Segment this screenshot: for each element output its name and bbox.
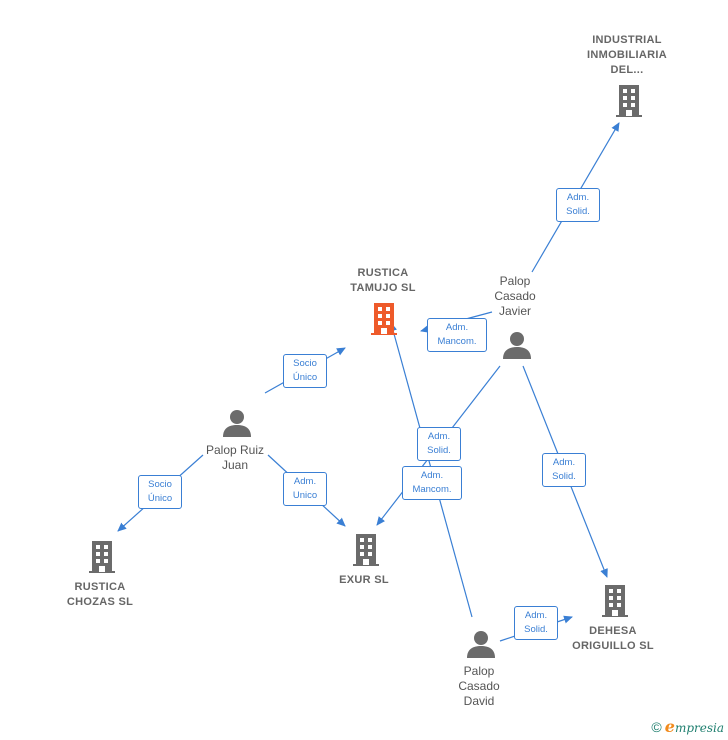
- node-label-line: David: [463, 694, 495, 708]
- edge-label-line: Adm.: [445, 322, 469, 333]
- edge-label-line: Unico: [292, 490, 318, 501]
- node-label-line: CHOZAS SL: [66, 596, 134, 608]
- node-label-line: INMOBILIARIA: [587, 49, 667, 61]
- footer-brand: ©empresia: [651, 717, 724, 736]
- edge-label-ruiz-tamujo[interactable]: Socio Único: [283, 354, 327, 388]
- edge-label-line: Adm.: [566, 192, 590, 203]
- node-label-line: Casado: [458, 679, 500, 693]
- node-label-exur[interactable]: EXUR SL: [339, 573, 389, 588]
- person-icon: [467, 631, 495, 658]
- edge-label-line: Socio: [293, 358, 317, 369]
- edge-label-line: Mancom.: [437, 336, 477, 347]
- edge-label-ruiz-exur[interactable]: Adm. Unico: [283, 472, 327, 506]
- node-label-line: Palop: [463, 664, 495, 678]
- edge-label-line: Solid.: [524, 624, 548, 635]
- node-label-line: RUSTICA: [74, 581, 126, 593]
- edge-label-line: Adm.: [420, 470, 444, 481]
- edge-label-line: Adm.: [427, 431, 451, 442]
- node-label-line: RUSTICA: [357, 267, 409, 279]
- person-icon: [503, 332, 531, 359]
- node-label-line: EXUR SL: [339, 574, 389, 586]
- edge-label-line: Solid.: [566, 206, 590, 217]
- edge-label-line: Adm.: [552, 457, 576, 468]
- node-label-line: Juan: [221, 458, 249, 472]
- node-label-line: Javier: [498, 304, 531, 318]
- building-icon-highlight: [371, 303, 397, 335]
- node-label-industrial[interactable]: INDUSTRIAL INMOBILIARIA DEL...: [587, 33, 667, 78]
- node-label-rustica-chozas[interactable]: RUSTICA CHOZAS SL: [67, 580, 133, 610]
- brand-name: mpresia: [674, 721, 724, 735]
- node-label-line: DEL...: [610, 64, 644, 76]
- edge-label-line: Adm.: [293, 476, 317, 487]
- building-icon: [89, 541, 115, 573]
- node-label-palop-ruiz[interactable]: Palop Ruiz Juan: [206, 443, 264, 473]
- copyright-icon: ©: [651, 719, 662, 735]
- edge-label-javier-industrial[interactable]: Adm. Solid.: [556, 188, 600, 222]
- brand-logo[interactable]: empresia: [665, 717, 724, 736]
- node-label-line: Palop Ruiz: [205, 443, 265, 457]
- edge-label-line: Solid.: [552, 471, 576, 482]
- node-label-line: Palop: [499, 274, 531, 288]
- edge-label-line: Único: [147, 493, 173, 504]
- node-label-line: Casado: [494, 289, 536, 303]
- edge-label-david-dehesa[interactable]: Adm. Solid.: [514, 606, 558, 640]
- edge-label-line: Único: [292, 372, 318, 383]
- node-label-line: TAMUJO SL: [350, 282, 416, 294]
- edge-label-ruiz-chozas[interactable]: Socio Único: [138, 475, 182, 509]
- node-label-line: INDUSTRIAL: [592, 34, 662, 46]
- edge-label-david-tamujo[interactable]: Adm. Mancom.: [402, 466, 462, 500]
- edge-label-line: Mancom.: [412, 484, 452, 495]
- edge-label-line: Socio: [148, 479, 172, 490]
- node-label-dehesa[interactable]: DEHESA ORIGUILLO SL: [572, 624, 654, 654]
- node-label-rustica-tamujo[interactable]: RUSTICA TAMUJO SL: [350, 266, 415, 296]
- building-icon: [602, 585, 628, 617]
- edge-label-line: Solid.: [427, 445, 451, 456]
- building-icon: [353, 534, 379, 566]
- node-label-line: DEHESA: [589, 625, 637, 637]
- building-icon: [616, 85, 642, 117]
- node-label-line: ORIGUILLO SL: [572, 640, 654, 652]
- edge-label-javier-exur[interactable]: Adm. Solid.: [417, 427, 461, 461]
- node-label-palop-javier[interactable]: Palop Casado Javier: [494, 274, 535, 319]
- edge-label-line: Adm.: [524, 610, 548, 621]
- edge-label-javier-tamujo[interactable]: Adm. Mancom.: [427, 318, 487, 352]
- node-label-palop-david[interactable]: Palop Casado David: [458, 664, 499, 709]
- brand-initial: e: [664, 717, 675, 736]
- person-icon: [223, 410, 251, 437]
- edge-label-javier-dehesa[interactable]: Adm. Solid.: [542, 453, 586, 487]
